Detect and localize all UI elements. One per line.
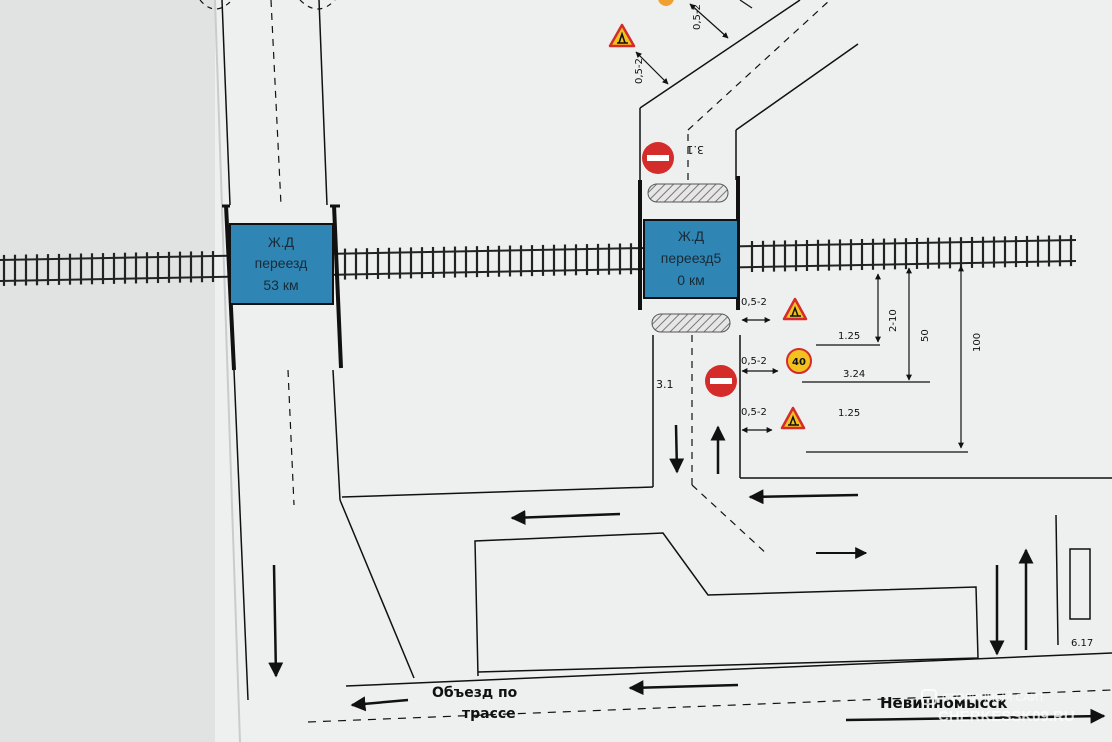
crossing-53km-line1: Ж.Д	[268, 234, 295, 250]
plate-post	[1055, 514, 1059, 646]
crossing-0km-line3: 0 км	[677, 272, 704, 288]
distance-right-3-label: 0,5-2	[741, 407, 767, 418]
highway	[307, 652, 1112, 723]
plate-label: 6.17	[1071, 638, 1093, 649]
right-road-bottom	[341, 335, 1112, 556]
speed-limit-icon: 40	[786, 348, 812, 374]
dimension-3-label: 100	[972, 333, 983, 352]
watermark: СТОЛИЧНЫЙ САЙТ CHERKESSK09.RU	[921, 689, 1075, 725]
crossing-0km-line1: Ж.Д	[678, 228, 705, 244]
barrier-bottom	[651, 313, 731, 333]
distance-top-2-label: 0,5-2	[634, 58, 645, 84]
crossing-0km: Ж.Д переезд5 0 км	[638, 176, 740, 333]
distance-right-2-label: 0,5-2	[741, 356, 767, 367]
crossing-53km-line3: 53 км	[263, 277, 298, 293]
road-works-icon	[608, 23, 636, 48]
loop-block	[474, 532, 979, 677]
crossing-53km-line2: переезд	[255, 255, 308, 271]
railway-ties	[2, 235, 1073, 286]
line-markings: 1.25 3.24 1.25	[802, 331, 968, 453]
arrow-right-city	[845, 708, 1106, 724]
speed-limit-value: 40	[792, 357, 806, 368]
detour-label-line1: Объезд по	[432, 685, 518, 701]
traffic-arrows	[268, 424, 1106, 724]
dimension-2-label: 50	[920, 329, 931, 342]
marking-line-2-label: 3.24	[843, 369, 865, 380]
watermark-line2: CHERKESSK09.RU	[938, 708, 1075, 725]
page-fold	[214, 0, 241, 742]
arrow-left-right	[748, 489, 859, 505]
arrow-left-mid	[510, 510, 621, 525]
distance-top: 0,5-2 0,5-2	[634, 0, 753, 85]
sign-partial-top	[658, 0, 674, 6]
railway	[0, 235, 1077, 286]
distance-right-1-label: 0,5-2	[741, 297, 767, 308]
barrier-top	[647, 183, 729, 203]
arrow-left-highway	[628, 680, 739, 696]
arrow-down-left	[268, 564, 284, 678]
no-entry-icon	[642, 142, 674, 174]
road-works-icon	[782, 297, 808, 321]
left-road	[199, 0, 415, 701]
marking-line-3-label: 1.25	[838, 408, 860, 419]
distance-top-1-label: 0,5-2	[692, 4, 703, 30]
distance-right: 0,5-2 0,5-2 0,5-2	[741, 297, 779, 433]
plate-sign	[1069, 548, 1091, 620]
crossing-53km: Ж.Д переезд 53 км	[222, 204, 343, 371]
no-entry-icon	[705, 365, 737, 397]
dimension-1-label: 2-10	[888, 309, 899, 332]
city-label: Невинномысск	[880, 694, 1008, 712]
marking-left-label: 3.1	[656, 378, 674, 391]
right-road-top	[639, 0, 859, 180]
detour-label-line2: трассе	[462, 706, 516, 722]
crossing-0km-line2: переезд5	[661, 250, 722, 266]
watermark-line1: СТОЛИЧНЫЙ САЙТ	[942, 691, 1045, 704]
arrow-left-detour	[350, 696, 409, 712]
road-works-icon	[780, 406, 806, 430]
arrow-down-right	[669, 424, 685, 474]
marking-top-label: 3.1	[687, 143, 705, 156]
marking-line-1-label: 1.25	[838, 331, 860, 342]
paper-left	[0, 0, 215, 742]
dimensions: 2-10 50 100	[875, 265, 983, 449]
